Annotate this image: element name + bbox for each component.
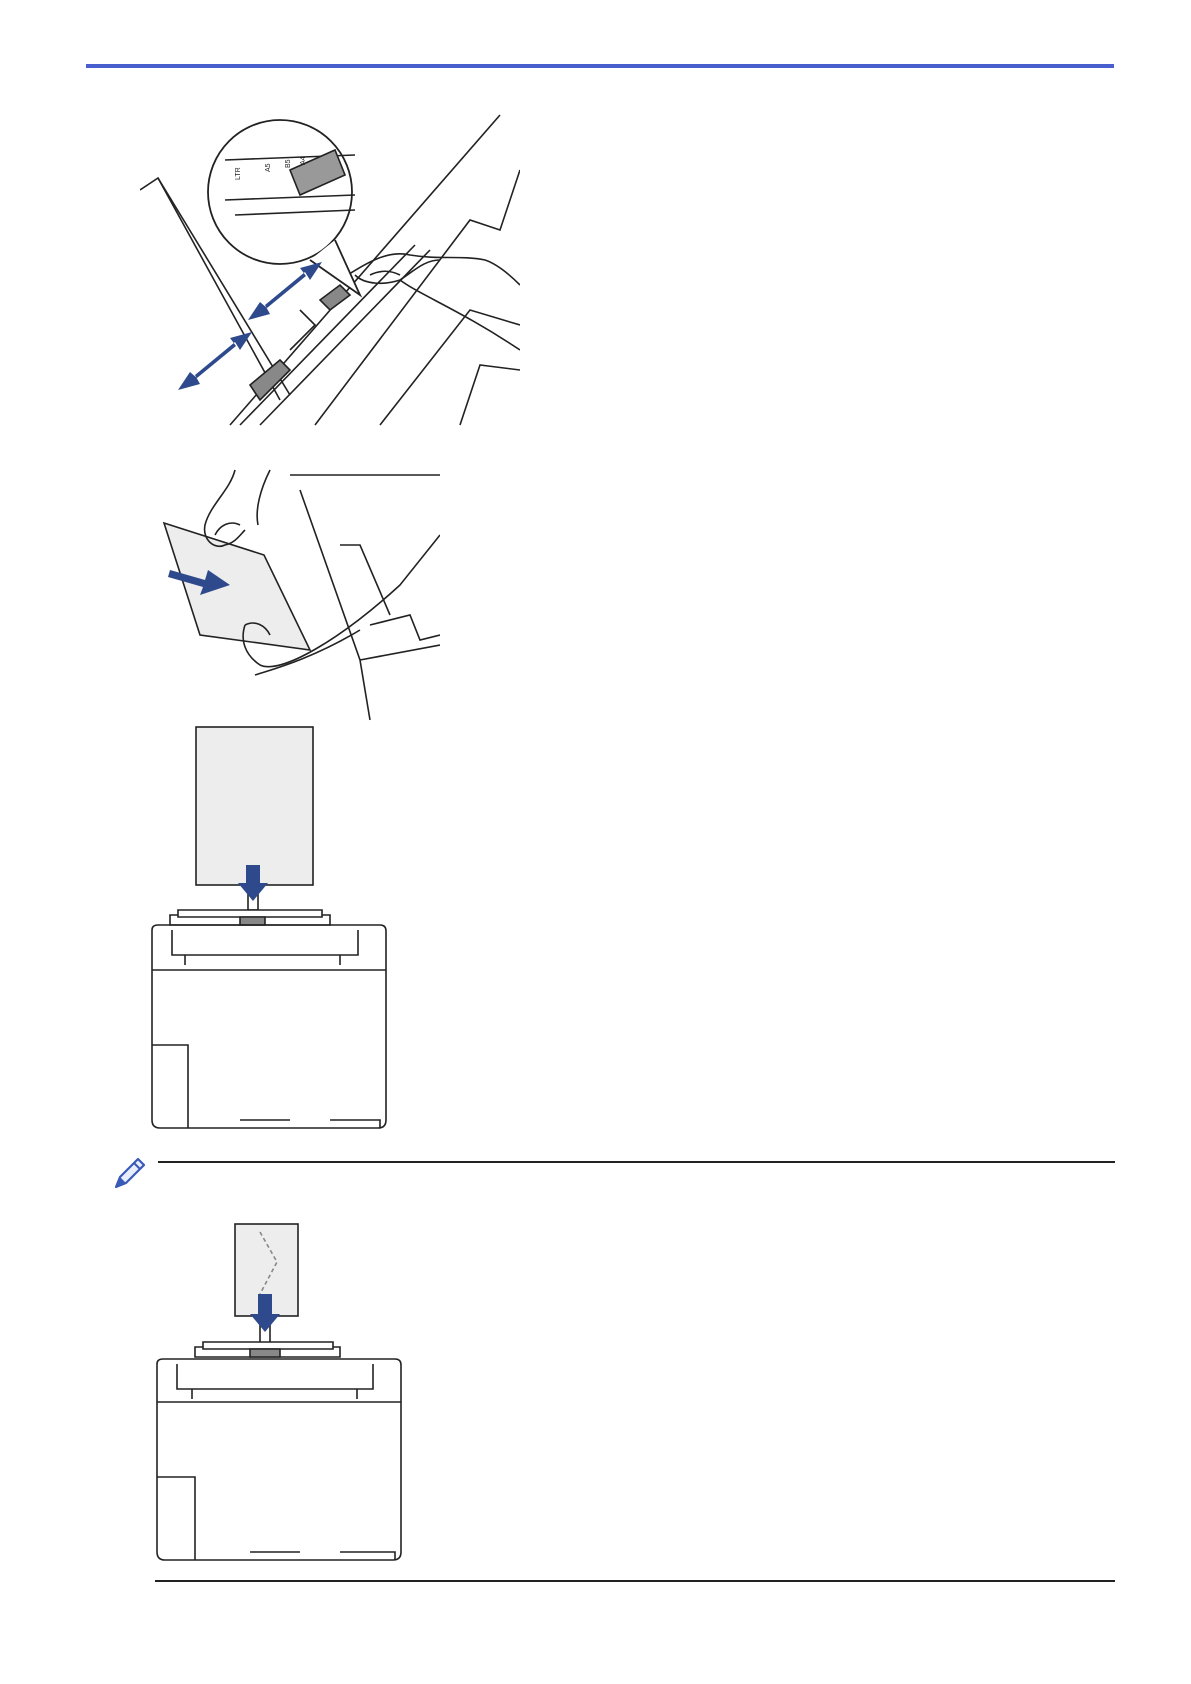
note-rule bbox=[158, 1161, 1115, 1163]
envelope-feed-front-illustration bbox=[155, 1222, 415, 1572]
paper-sheet bbox=[196, 727, 313, 885]
note-end-rule bbox=[155, 1580, 1115, 1582]
header-rule bbox=[86, 64, 1114, 68]
inset-label-a5: A5 bbox=[265, 163, 272, 172]
double-arrow-icon bbox=[178, 262, 322, 390]
paper-feed-front-illustration bbox=[140, 725, 400, 1135]
inset-label-a4: A4 bbox=[300, 156, 307, 165]
paper-guide-slide-illustration: LTR A5 B5 A4 bbox=[140, 110, 520, 430]
pencil-note-icon bbox=[110, 1153, 150, 1193]
hands-insert-paper-illustration bbox=[160, 465, 440, 725]
inset-label-b5: B5 bbox=[285, 159, 292, 168]
inset-label-ltr: LTR bbox=[235, 167, 242, 180]
